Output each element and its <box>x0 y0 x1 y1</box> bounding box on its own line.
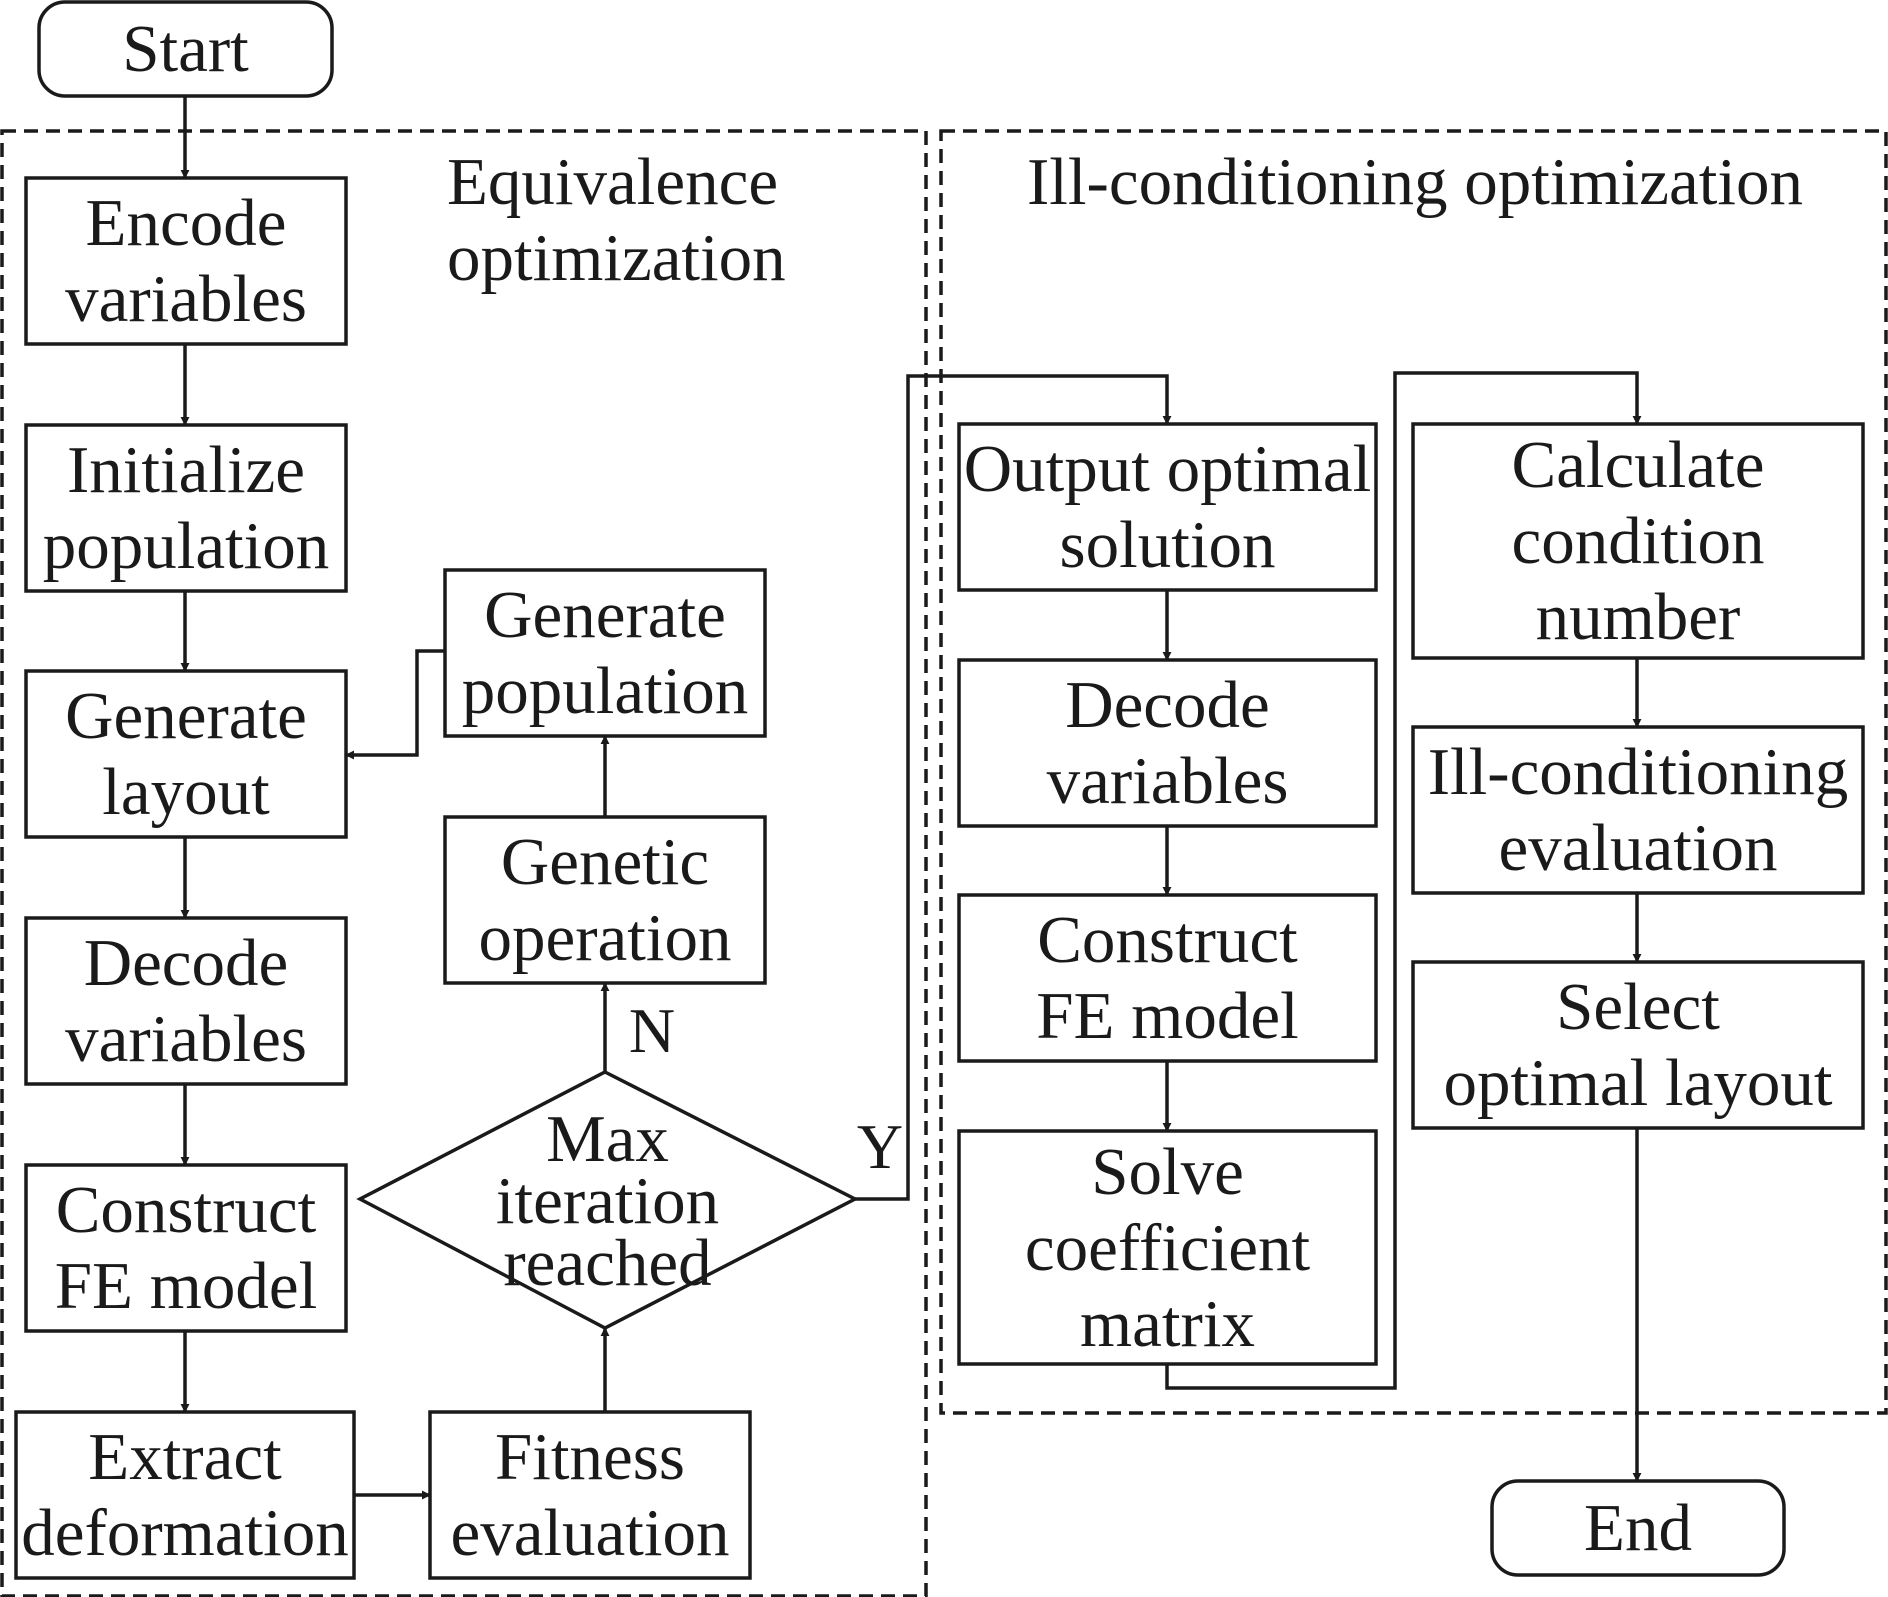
select-optimal-layout-step: Select optimal layout <box>1443 970 1833 1120</box>
ill-conditioning-evaluation-step: Ill-conditioning evaluation <box>1427 735 1849 885</box>
decode-left-box <box>24 916 348 1086</box>
genetic-box <box>443 815 767 985</box>
solve-box <box>957 1129 1378 1366</box>
generate-population-step: Generate population <box>461 578 749 728</box>
decode-mid-box <box>957 658 1378 828</box>
construct-fe-model-mid-step: Construct FE model <box>1036 903 1299 1053</box>
group-equivalence-title: Equivalence optimization <box>447 145 786 295</box>
output-optimal-solution-step: Output optimal solution <box>963 432 1372 582</box>
decode-variables-mid-step: Decode variables <box>1046 668 1289 818</box>
fitness-box <box>428 1410 752 1580</box>
initialize-population-step: Initialize population <box>42 433 330 583</box>
extract-deformation-step: Extract deformation <box>21 1420 349 1570</box>
group-equivalence-frame <box>0 129 928 1597</box>
generate-layout-step: Generate layout <box>65 679 307 829</box>
decode-variables-step: Decode variables <box>65 926 307 1076</box>
encode-box <box>24 176 348 346</box>
select-box <box>1411 960 1865 1130</box>
solve-coefficient-matrix-step: Solve coefficient matrix <box>1024 1134 1311 1361</box>
output-box <box>957 422 1378 592</box>
arrow-decision-yes-to-output <box>855 374 1172 1201</box>
decision-yes-label: Y <box>856 1111 904 1182</box>
group-ill-conditioning-title: Ill-conditioning optimization <box>1027 145 1803 219</box>
arrow-solve-to-calculate <box>1165 371 1642 1390</box>
end-label: End <box>1584 1491 1692 1565</box>
encode-variables-step: Encode variables <box>65 186 307 336</box>
start-label: Start <box>122 12 249 86</box>
decision-no-label: N <box>628 995 676 1066</box>
initialize-box <box>24 423 348 593</box>
construct-left-box <box>24 1163 348 1333</box>
genetic-operation-step: Genetic operation <box>478 825 732 975</box>
construct-fe-model-step: Construct FE model <box>54 1173 318 1323</box>
group-ill-conditioning-frame <box>939 129 1888 1415</box>
fitness-evaluation-step: Fitness evaluation <box>450 1420 730 1570</box>
max-iteration-decision-label: Max iteration reached <box>495 1102 720 1300</box>
calculate-condition-number-step: Calculate condition number <box>1511 428 1765 654</box>
arrow-generate-population-to-layout <box>345 649 445 760</box>
construct-mid-box <box>957 893 1378 1063</box>
